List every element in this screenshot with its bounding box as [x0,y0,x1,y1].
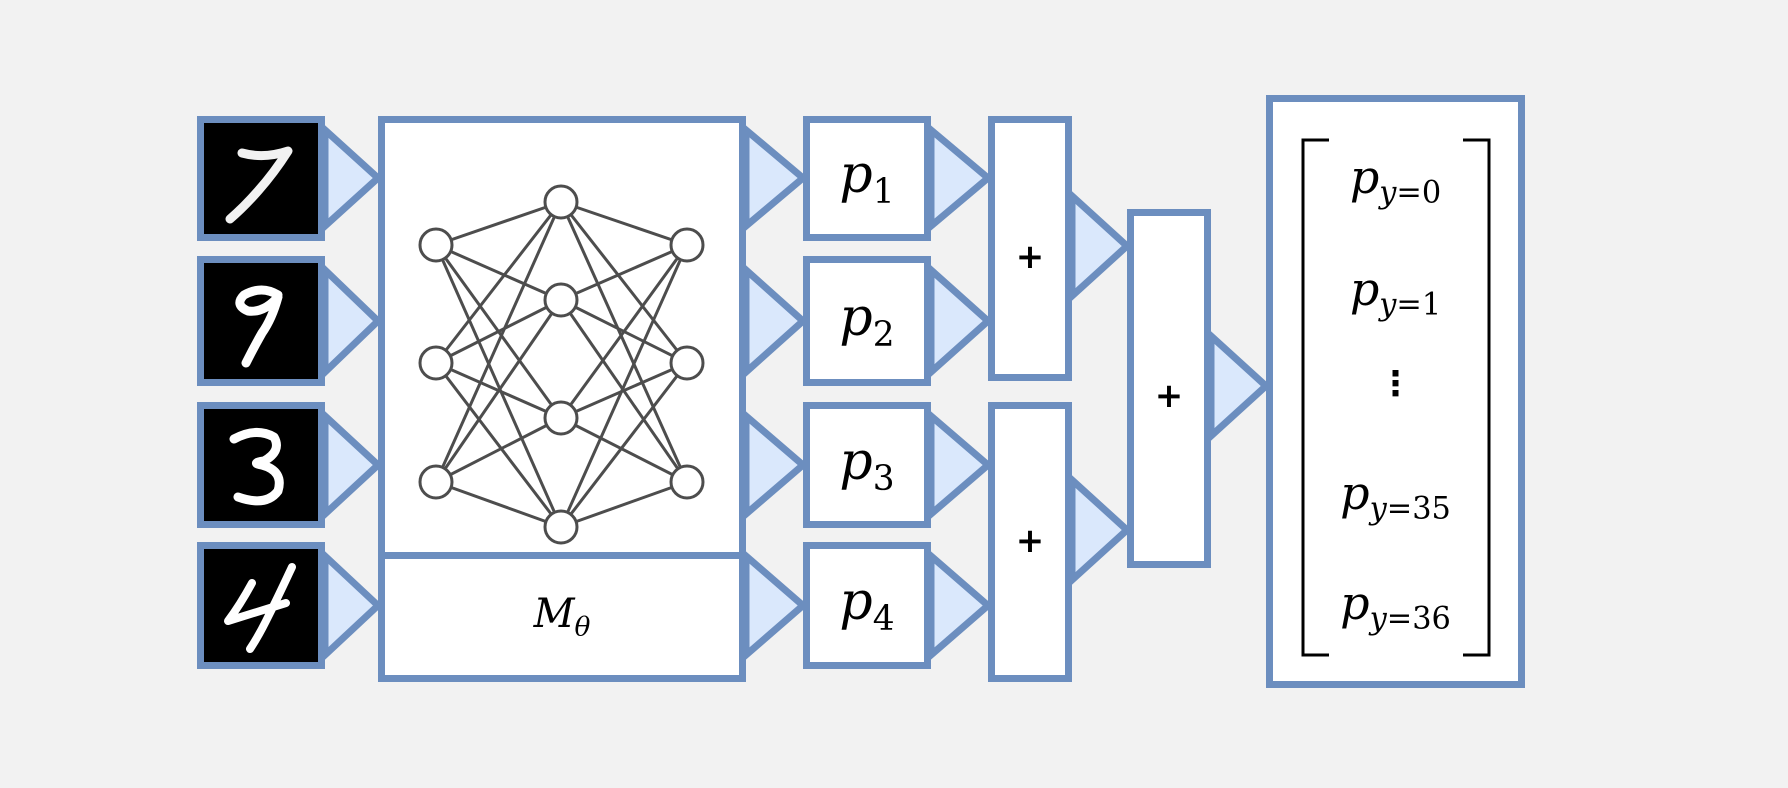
network-edge [560,361,688,420]
plus-icon: + [1154,376,1184,416]
prob-box-1: p1 [803,116,931,241]
network-node-layer-1 [543,509,579,545]
plus-icon: + [1015,521,1045,561]
network-edge [559,362,689,528]
network-node-layer-0 [418,464,454,500]
network-edge [559,201,689,483]
prob-arrow-4 [927,548,994,663]
vector-entry-y1: py=1 [1349,262,1442,323]
sum-arrow-top [1068,188,1133,304]
prob-box-2: p2 [803,256,931,386]
network-edge [559,244,689,419]
sum-arrow-bottom [1068,472,1133,588]
model-divider [378,552,746,559]
prob-box-4: p4 [803,542,931,669]
network-edge [560,416,688,484]
input-image-digit-3 [197,402,325,528]
model-label: Mθ [385,559,739,675]
prob-arrow-3 [927,408,994,522]
vector-ellipsis: ⋮ [1378,364,1413,404]
network-edge [434,362,563,528]
sum-box-final: + [1127,209,1211,568]
vector-entry-y36: py=36 [1340,576,1451,637]
network-edge [435,243,562,302]
model-arrow-4 [742,548,809,663]
sum-box-bottom: + [988,402,1072,682]
network-node-layer-1 [543,282,579,318]
input-image-digit-9 [197,256,325,386]
model-arrow-2 [742,262,809,380]
network-edge [434,244,563,528]
network-node-layer-2 [669,227,705,263]
network-edge [435,480,562,529]
digit-9-glyph [235,285,283,368]
right-bracket [1463,138,1491,657]
output-vector-box: py=0 py=1 ⋮ py=35 py=36 [1266,95,1525,688]
input-arrow-4 [321,547,384,664]
prob-label-4: p4 [839,572,895,639]
left-bracket [1301,138,1329,657]
final-arrow [1207,328,1272,444]
network-node-layer-0 [418,345,454,381]
prob-arrow-2 [927,262,994,380]
input-arrow-1 [321,122,384,234]
network-edge [434,201,563,483]
digit-4-glyph [224,563,296,653]
vector-entry-y0: py=0 [1349,150,1442,211]
input-image-digit-4 [197,542,325,669]
network-edge [434,299,563,483]
network-edge [559,244,689,528]
network-edge [435,200,562,247]
prob-box-3: p3 [803,402,931,528]
neural-network-icon [418,184,705,545]
network-node-layer-0 [418,227,454,263]
model-label-text: Mθ [533,591,591,643]
input-arrow-3 [321,407,384,523]
network-edge [434,201,563,364]
digit-7-glyph [225,146,293,224]
digit-3-glyph [229,428,284,506]
input-arrow-2 [321,261,384,381]
plus-icon: + [1015,237,1045,277]
model-arrow-3 [742,408,809,522]
network-edge [560,480,688,529]
network-edge [435,416,562,484]
input-image-digit-7 [197,116,325,241]
network-edge [435,298,562,365]
sum-box-top: + [988,116,1072,381]
vector-brackets [1301,138,1491,657]
model-arrow-1 [742,122,809,234]
prob-label-1: p1 [839,145,895,212]
network-node-layer-1 [543,184,579,220]
vector-entry-y35: py=35 [1340,466,1451,527]
network-edge [560,200,688,247]
network-node-layer-2 [669,464,705,500]
network-edge [559,201,689,364]
network-edge [560,243,688,302]
prob-label-2: p2 [839,287,895,355]
prob-label-3: p3 [839,431,895,499]
prob-arrow-1 [927,122,994,234]
network-node-layer-1 [543,400,579,436]
network-node-layer-2 [669,345,705,381]
